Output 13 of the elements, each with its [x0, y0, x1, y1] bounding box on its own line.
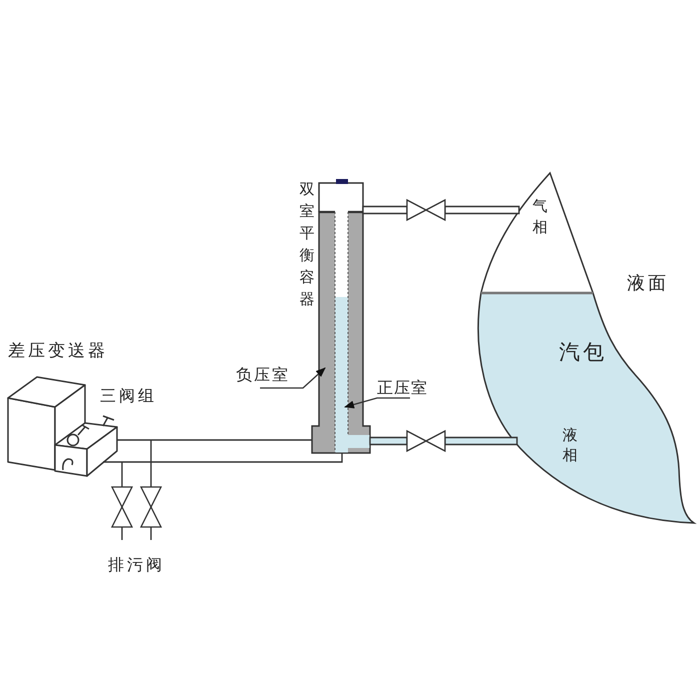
leader-line [260, 367, 326, 389]
impulse-line [103, 453, 343, 463]
impulse-pipe [369, 436, 518, 446]
impulse-line [117, 439, 312, 441]
level-label: 液面 [627, 275, 669, 293]
region-label: 气相 [532, 196, 548, 238]
valve-manifold: 三阀组 [55, 386, 159, 478]
leader-line [344, 397, 410, 408]
impulse-pipe [362, 206, 520, 214]
chamber-label: 负压室 [234, 364, 292, 388]
valve-label: 排污阀 [108, 557, 165, 573]
chamber-label: 正压室 [375, 378, 431, 398]
region-label: 液相 [562, 425, 578, 465]
